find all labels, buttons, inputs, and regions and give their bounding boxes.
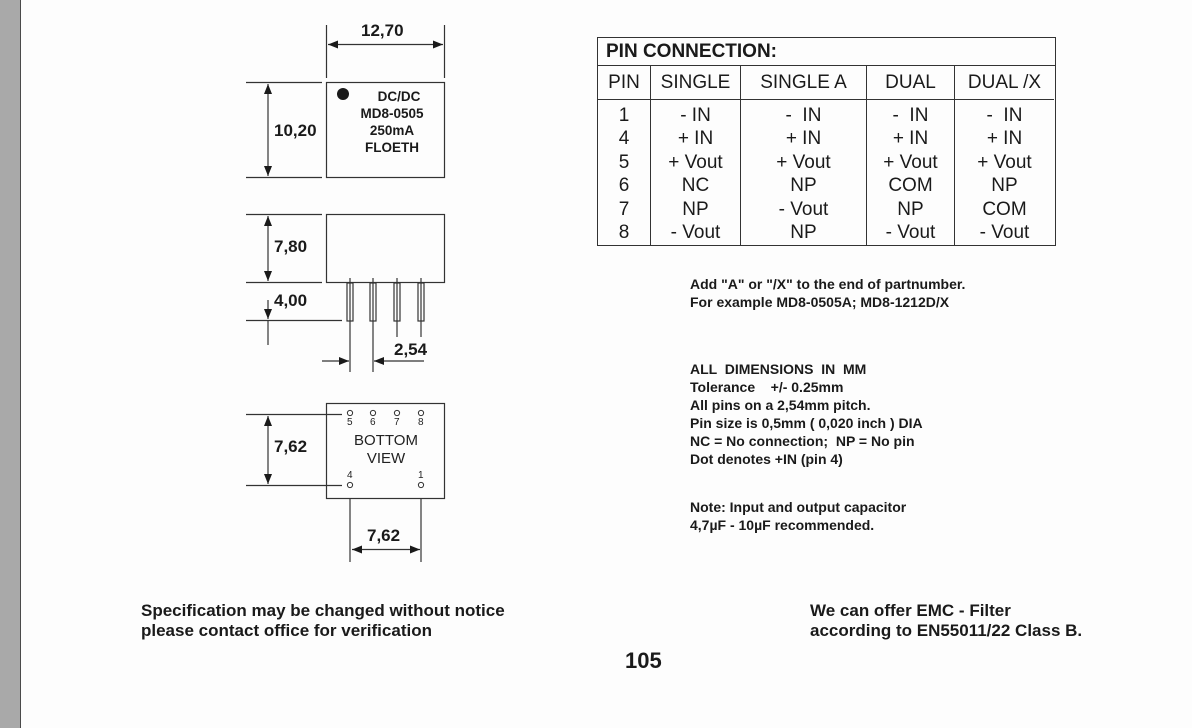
table-cell: + IN <box>892 128 929 150</box>
viewer-gutter <box>0 0 20 728</box>
table-cell: 6 <box>618 175 630 197</box>
pin-label-8: 8 <box>418 417 424 428</box>
bottom-view-label: BOTTOM VIEW <box>354 432 418 467</box>
table-cell: + Vout <box>883 151 938 173</box>
column-header: SINGLE <box>651 66 740 100</box>
column-header: DUAL /X <box>955 66 1054 100</box>
pin4-dot-icon <box>337 88 349 100</box>
table-cell: - IN <box>785 105 822 126</box>
document-page <box>21 0 1192 728</box>
pin-label-7: 7 <box>394 417 400 428</box>
table-cell: NP <box>991 175 1018 197</box>
footer-disclaimer: Specification may be changed without not… <box>141 601 505 640</box>
chip-line-3: 250mA <box>369 123 415 138</box>
table-cell: 1 <box>618 105 630 126</box>
pin-label-1: 1 <box>418 470 424 481</box>
table-cell: - Vout <box>885 222 936 244</box>
column-header: SINGLE A <box>741 66 866 100</box>
pin-label-5: 5 <box>347 417 353 428</box>
table-cell: + IN <box>986 128 1023 150</box>
table-cell: + Vout <box>668 151 723 173</box>
page-edge <box>20 0 21 728</box>
table-cell: - Vout <box>979 222 1030 244</box>
pin-label-4: 4 <box>347 470 353 481</box>
pin-holes <box>346 409 425 489</box>
table-cell: - IN <box>680 105 711 126</box>
table-cell: - Vout <box>778 198 829 220</box>
dim-bottom-height: 7,62 <box>274 437 308 456</box>
table-cell: 4 <box>618 128 630 150</box>
table-cell: 5 <box>618 151 630 173</box>
table-cell: NP <box>897 198 924 220</box>
table-cell: + Vout <box>776 151 831 173</box>
chip-bottom-outline <box>325 402 446 500</box>
table-cell: COM <box>888 175 933 197</box>
dim-pin-pitch: 2,54 <box>394 340 428 359</box>
dim-side-pin: 4,00 <box>274 291 308 310</box>
table-cell: NP <box>682 198 709 220</box>
table-cell: NP <box>790 175 817 197</box>
chip-line-1: DC/DC <box>377 89 421 104</box>
chip-top-outline <box>325 81 446 179</box>
table-cell: NC <box>681 175 710 197</box>
table-cell: - IN <box>892 105 929 126</box>
dim-bottom-width: 7,62 <box>367 526 401 545</box>
column-header: DUAL <box>867 66 954 100</box>
table-cell: + IN <box>677 128 714 150</box>
table-title: PIN CONNECTION: <box>598 38 1055 66</box>
table-cell: - IN <box>986 105 1023 126</box>
table-cell: NP <box>790 222 817 244</box>
table-cell: 7 <box>618 198 630 220</box>
pins <box>346 278 425 372</box>
chip-line-4: FLOETH <box>365 140 419 155</box>
table-cell: 8 <box>618 222 630 244</box>
page-number: 105 <box>625 648 662 673</box>
chip-line-2: MD8-0505 <box>360 106 424 121</box>
dim-top-width: 12,70 <box>361 21 404 40</box>
dimension-notes: ALL DIMENSIONS IN MM Tolerance +/- 0.25m… <box>690 361 923 467</box>
dim-side-body: 7,80 <box>274 237 308 256</box>
chip-side-outline <box>325 213 446 284</box>
table-cell: + Vout <box>977 151 1032 173</box>
table-cell: - Vout <box>670 222 721 244</box>
suffix-note: Add "A" or "/X" to the end of partnumber… <box>690 276 966 310</box>
table-cell: + IN <box>785 128 822 150</box>
footer-emc-note: We can offer EMC - Filter according to E… <box>810 601 1083 640</box>
chip-marking: DC/DC MD8-0505 250mA FLOETH <box>340 88 444 156</box>
capacitor-note: Note: Input and output capacitor 4,7µF -… <box>690 499 907 533</box>
dim-top-height: 10,20 <box>274 121 317 140</box>
pin-label-6: 6 <box>370 417 376 428</box>
table-cell: COM <box>982 198 1027 220</box>
column-header: PIN <box>598 66 650 100</box>
